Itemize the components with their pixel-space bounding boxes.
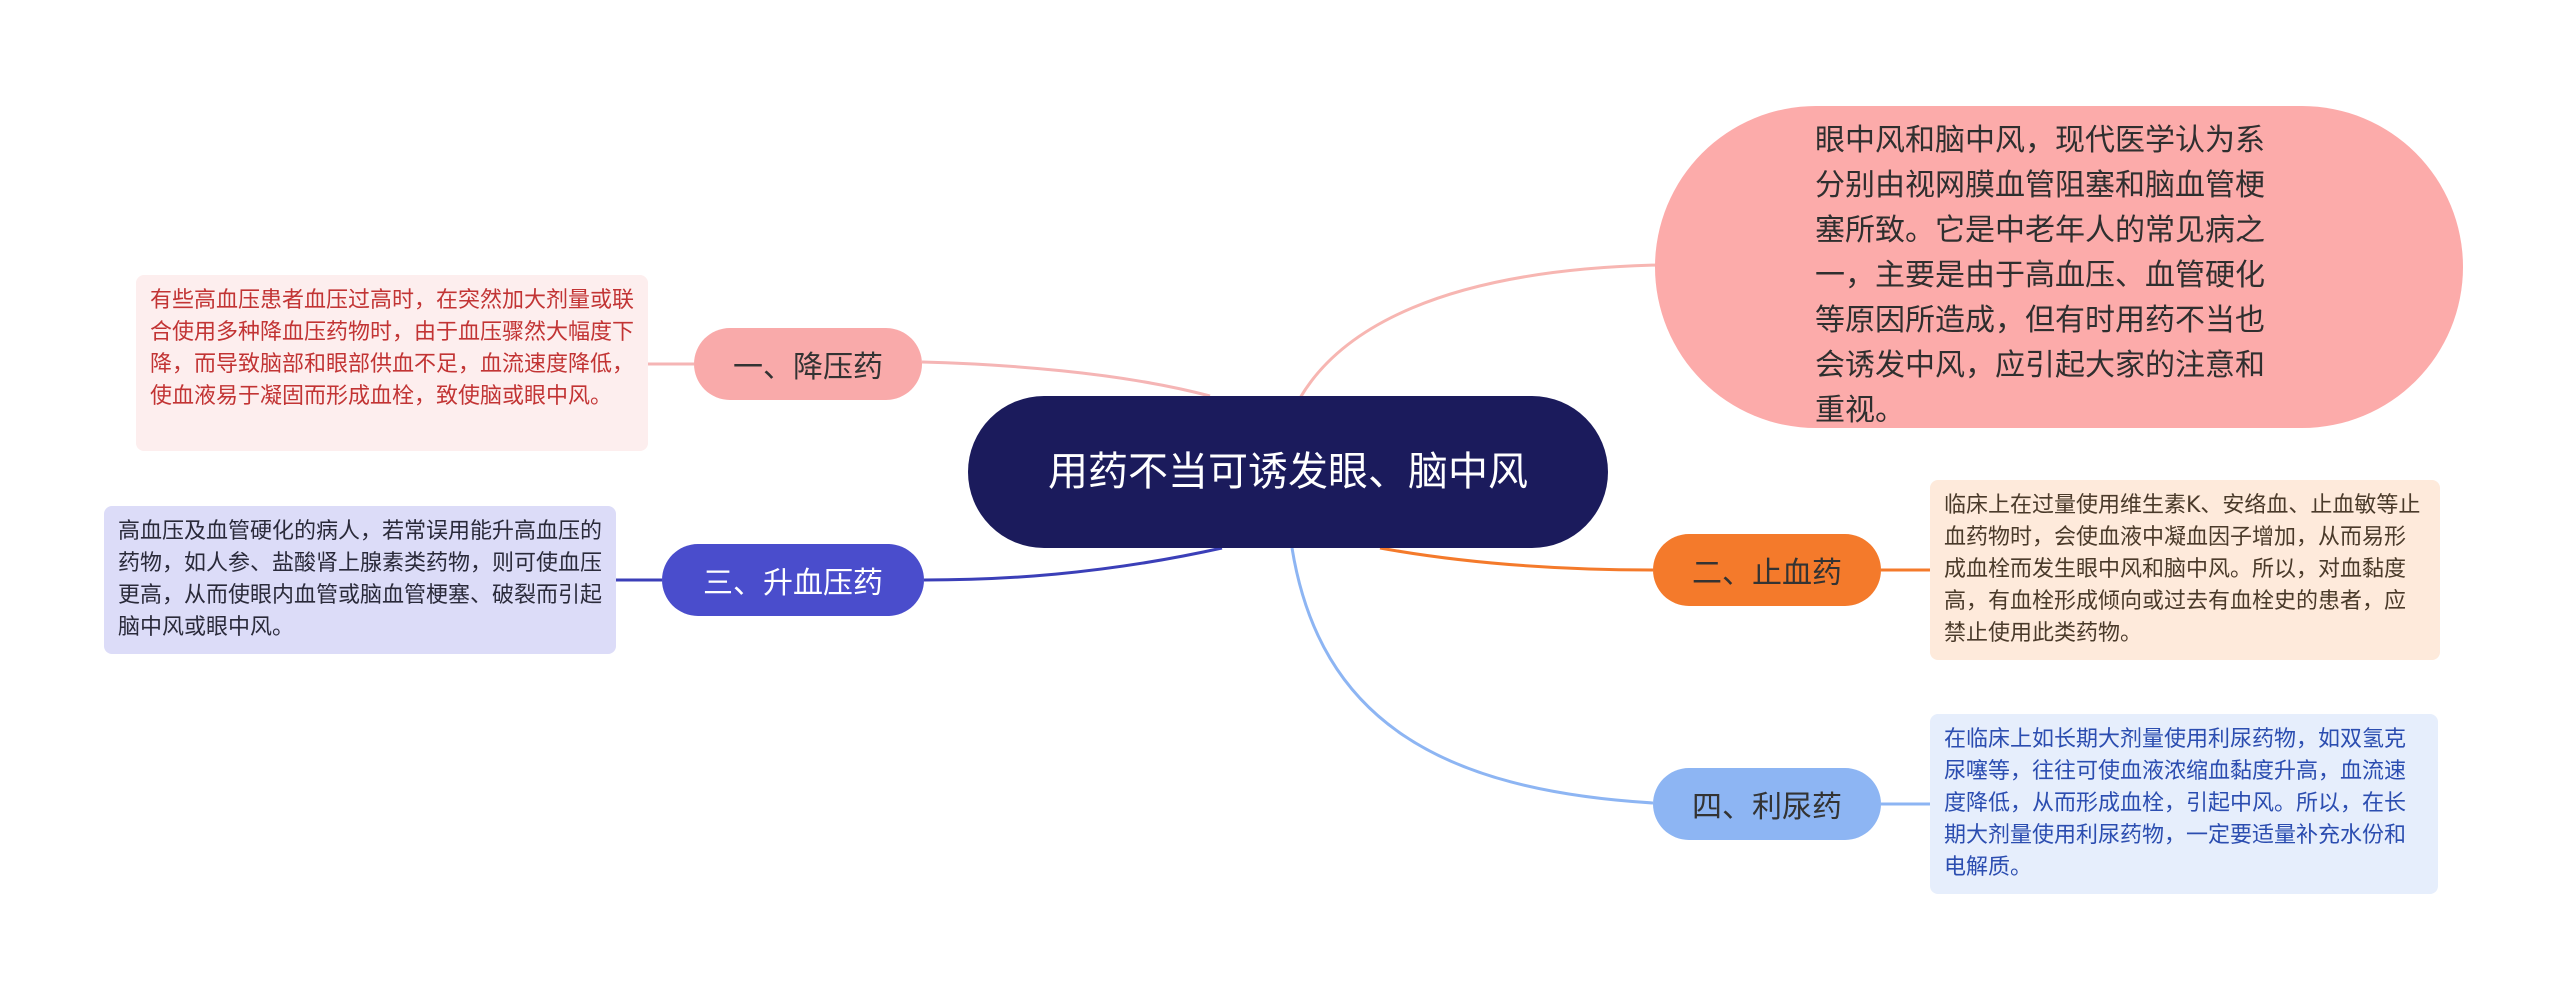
branch-1-description[interactable]: 有些高血压患者血压过高时，在突然加大剂量或联合使用多种降血压药物时，由于血压骤然… [136,275,648,451]
intro-note[interactable]: 眼中风和脑中风，现代医学认为系分别由视网膜血管阻塞和脑血管梗塞所致。它是中老年人… [1655,106,2463,428]
branch-3-description[interactable]: 高血压及血管硬化的病人，若常误用能升高血压的药物，如人参、盐酸肾上腺素类药物，则… [104,506,616,654]
central-topic-label: 用药不当可诱发眼、脑中风 [1048,449,1528,495]
intro-note-text: 眼中风和脑中风，现代医学认为系分别由视网膜血管阻塞和脑血管梗塞所致。它是中老年人… [1815,123,2265,428]
branch-4-desc-text: 在临床上如长期大剂量使用利尿药物，如双氢克尿噻等，往往可使血液浓缩血黏度升高，血… [1944,727,2407,880]
link-center-intro [1298,263,1659,399]
link-center-branch-3 [923,546,1223,582]
branch-2-hemostatic[interactable]: 二、止血药 [1653,534,1881,606]
central-topic[interactable]: 用药不当可诱发眼、脑中风 [968,396,1608,548]
branch-3-label: 三、升血压药 [703,566,883,601]
branch-4-description[interactable]: 在临床上如长期大剂量使用利尿药物，如双氢克尿噻等，往往可使血液浓缩血黏度升高，血… [1930,714,2438,894]
branch-4-diuretic[interactable]: 四、利尿药 [1653,768,1881,840]
branch-2-desc-text: 临床上在过量使用维生素K、安络血、止血敏等止血药物时，会使血液中凝血因子增加，从… [1944,493,2421,646]
branch-1-antihypertensive[interactable]: 一、降压药 [694,328,922,400]
branch-1-label: 一、降压药 [733,350,883,385]
link-center-branch-1 [921,360,1211,398]
branch-2-label: 二、止血药 [1692,556,1842,591]
branch-1-desc-text: 有些高血压患者血压过高时，在突然加大剂量或联合使用多种降血压药物时，由于血压骤然… [150,288,635,409]
link-center-branch-2 [1379,546,1654,572]
branch-3-desc-text: 高血压及血管硬化的病人，若常误用能升高血压的药物，如人参、盐酸肾上腺素类药物，则… [118,519,603,640]
branch-2-description[interactable]: 临床上在过量使用维生素K、安络血、止血敏等止血药物时，会使血液中凝血因子增加，从… [1930,480,2440,660]
branch-4-label: 四、利尿药 [1692,790,1842,825]
branch-3-vasopressor[interactable]: 三、升血压药 [662,544,924,616]
link-center-branch-4 [1290,547,1654,805]
